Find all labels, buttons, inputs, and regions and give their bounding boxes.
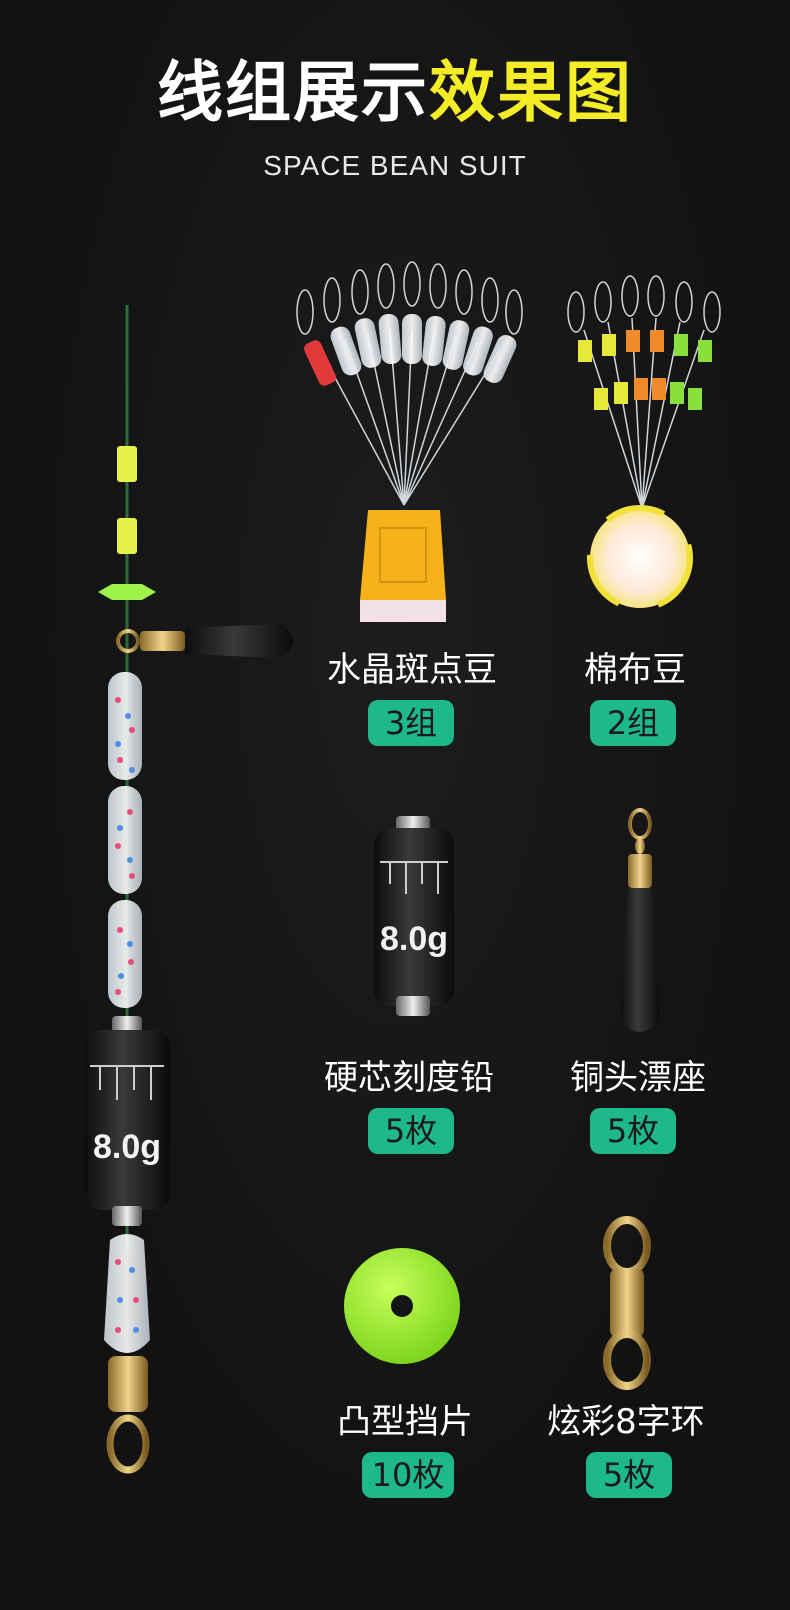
stopper-disc-icon [344,1248,460,1364]
rig-crystal-beads [108,672,142,1008]
product-qty-stopper-disc: 10枚 [362,1452,454,1498]
rig-swivel [106,1356,150,1474]
product-name-stopper-disc: 凸型挡片 [337,1402,473,1442]
product-name-lead-weight: 硬芯刻度铅 [324,1058,494,1098]
title-white-part: 线组展示 [157,54,429,131]
product-name-float-seat: 铜头漂座 [570,1058,706,1098]
rig-lead-engraving: 8.0g [93,1128,161,1166]
page-subtitle: SPACE BEAN SUIT [263,150,527,181]
product-name-swivel: 炫彩8字环 [547,1402,705,1442]
product-qty-swivel: 5枚 [586,1452,672,1498]
crystal-bean-set-icon [296,261,523,622]
product-name-cotton-bean: 棉布豆 [584,650,686,690]
product-qty-crystal-bean: 3组 [368,700,454,746]
rig-scale-lead-weight: 8.0g [84,1016,170,1226]
rig-cotton-bean-2 [117,518,137,554]
rig-float-seat [116,624,293,658]
page-title: 线组展示效果图 [0,48,790,138]
rig-crystal-bead-bottom [104,1234,150,1353]
assembled-rig-illustration: 8.0g [84,305,293,1474]
scale-lead-weight-icon: 8.0g [374,816,454,1016]
title-yellow-part: 效果图 [429,54,633,131]
product-name-crystal-bean: 水晶斑点豆 [327,650,497,690]
product-qty-float-seat: 5枚 [590,1108,676,1154]
rig-stopper-disc [98,584,156,600]
cotton-bean-set-icon [567,275,721,611]
float-seat-icon [620,808,660,1032]
rig-cotton-bean-1 [117,446,137,482]
product-qty-cotton-bean: 2组 [590,700,676,746]
lead-engraving-text: 8.0g [380,920,448,958]
swivel-icon [603,1216,651,1390]
product-qty-lead-weight: 5枚 [368,1108,454,1154]
